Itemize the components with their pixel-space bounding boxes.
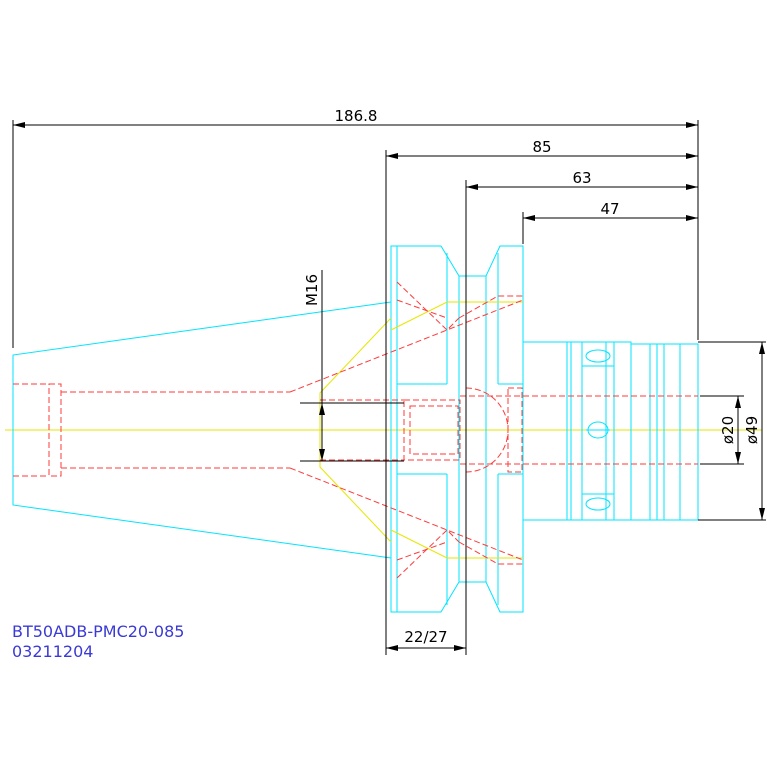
hidden-lines: [13, 281, 698, 579]
flange-outline: [390, 245, 524, 613]
dim-nose-length: 47: [600, 200, 619, 218]
dim-thread: M16: [303, 274, 321, 306]
nose-body: [522, 341, 568, 521]
arrowheads: [13, 122, 765, 651]
inner-profile: [319, 301, 523, 559]
nut-body: [566, 341, 632, 521]
dim-gauge-to-end: 63: [572, 169, 591, 187]
dim-nose-diameter: ø49: [743, 416, 761, 444]
dim-flange-to-end: 85: [532, 138, 551, 156]
dim-bore-diameter: ø20: [719, 416, 737, 444]
dim-overall-length: 186.8: [335, 107, 378, 125]
part-code: 03211204: [12, 642, 93, 661]
dim-flange-width: 22/27: [404, 628, 447, 646]
dimension-lines: [12, 120, 766, 655]
part-model: BT50ADB-PMC20-085: [12, 622, 184, 641]
outline-geometry: [12, 245, 699, 613]
